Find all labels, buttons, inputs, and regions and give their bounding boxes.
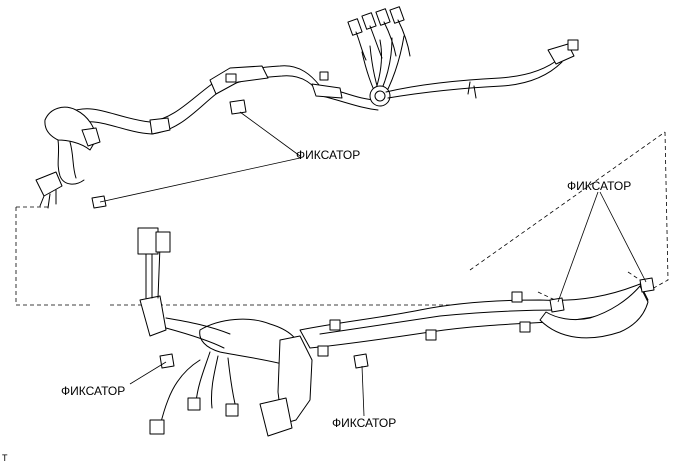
callout-leader-lines [99,111,647,417]
fixator-label-right: ФИКСАТОР [567,179,632,193]
alignment-dashed-frame [15,131,669,306]
corner-mark: T [2,453,8,463]
fixator-label-bottom-left: ФИКСАТОР [61,384,126,398]
lower-wiring-harness [137,227,655,437]
upper-wiring-harness [35,6,579,209]
fixator-label-bottom-center: ФИКСАТОР [332,416,397,430]
fixator-label-top: ФИКСАТОР [296,148,361,162]
